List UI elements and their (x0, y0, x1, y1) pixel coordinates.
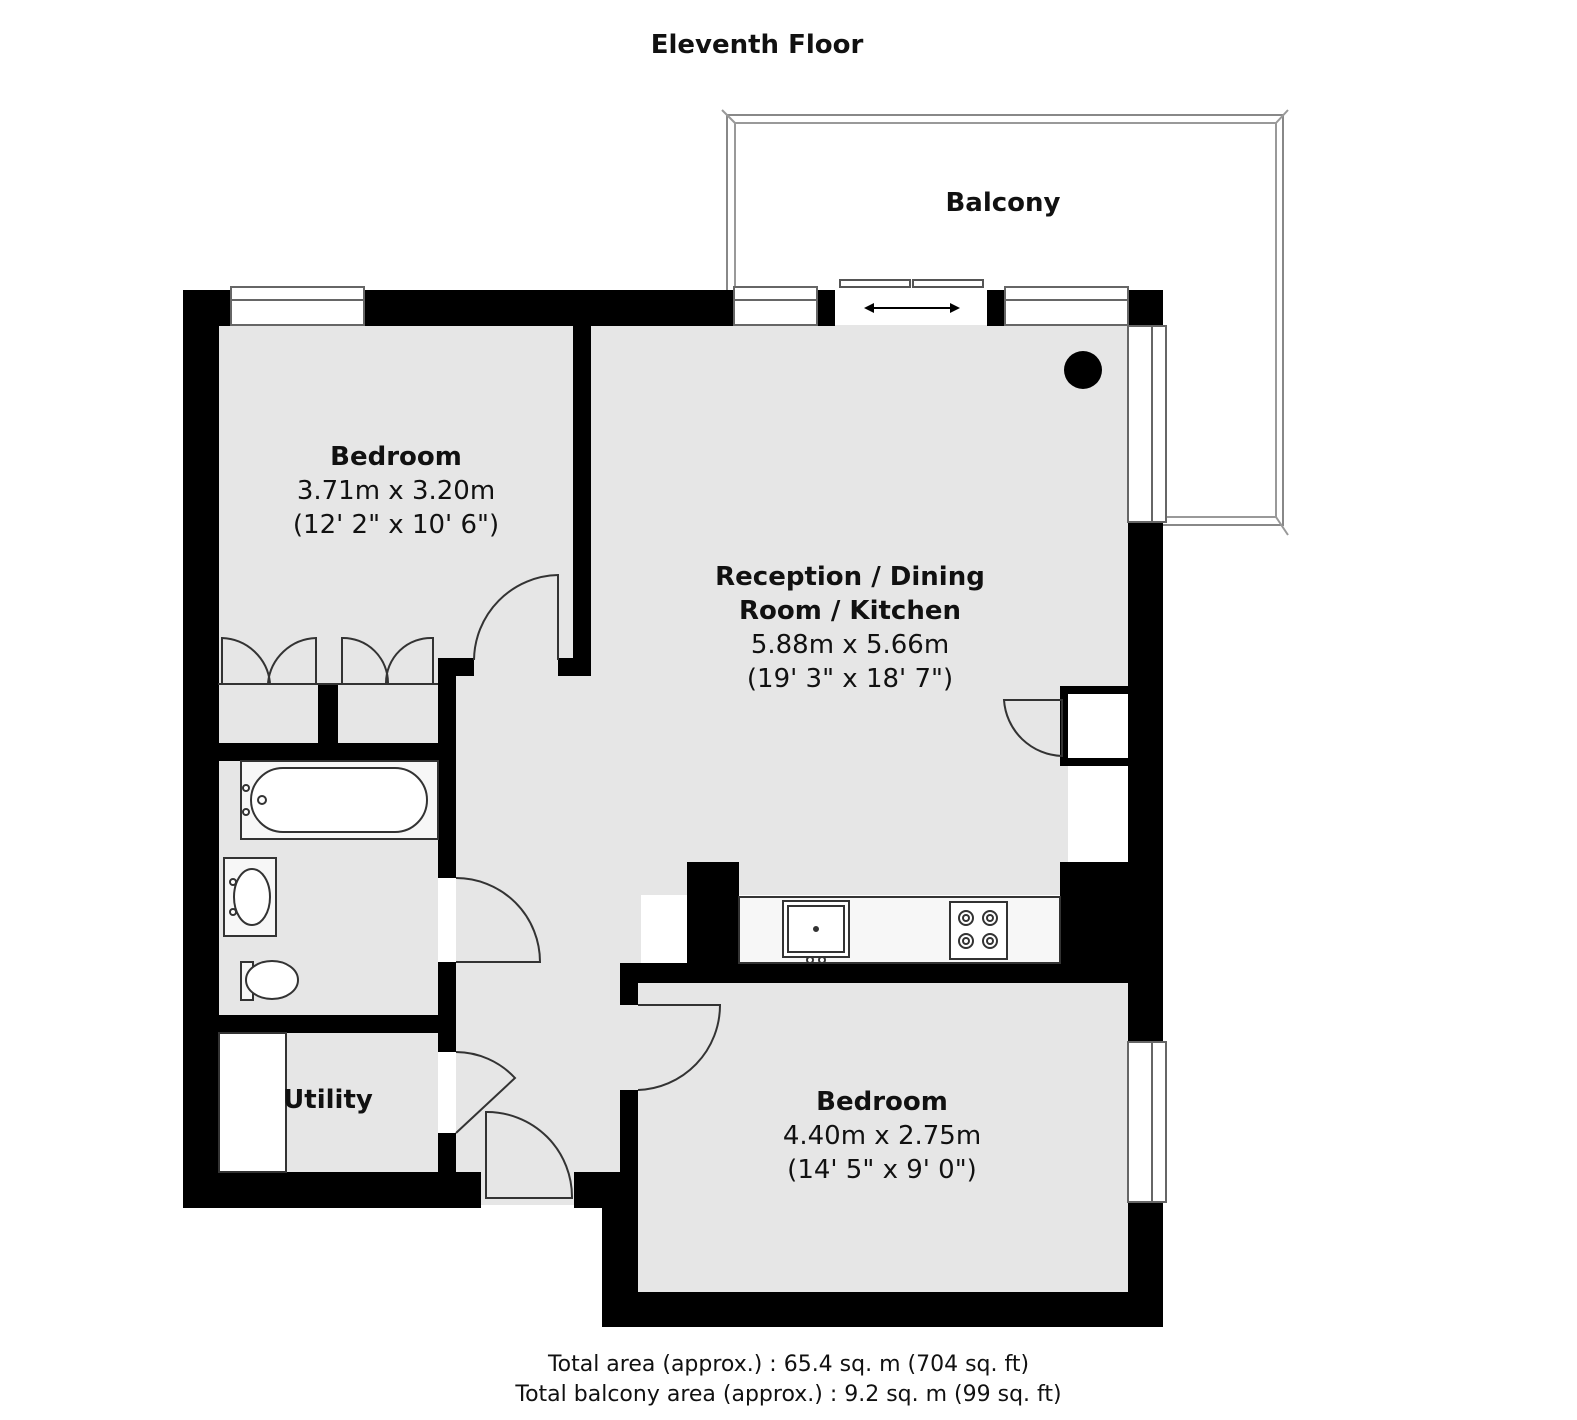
wall-top-post-2 (987, 290, 1005, 326)
wall-hall-left-3 (438, 1133, 456, 1178)
wardrobe-door-1b (267, 636, 317, 684)
wardrobe-door-1a (221, 636, 271, 684)
wall-top-mid (364, 290, 734, 326)
toilet-bowl (245, 960, 299, 1000)
wall-kitchen-right (1060, 862, 1163, 980)
bedroom-2-label: Bedroom 4.40m x 2.75m (14' 5" x 9' 0") (722, 1085, 1042, 1187)
door-bath (455, 877, 542, 963)
wall-cupboard-left (1060, 686, 1068, 766)
wall-top-post-1 (817, 290, 835, 326)
door-bed1 (473, 573, 559, 661)
sliding-door (839, 279, 984, 313)
doors (218, 573, 1063, 1199)
bathroom-fixtures (218, 760, 439, 1173)
bedroom-2-size-ft: (14' 5" x 9' 0") (787, 1155, 977, 1185)
bedroom-2-size-m: 4.40m x 2.75m (782, 1121, 982, 1151)
reception-label: Reception / Dining Room / Kitchen 5.88m … (650, 560, 1050, 696)
door-utility (455, 1051, 517, 1134)
door-bed2 (637, 1004, 722, 1091)
bedroom-1-name: Bedroom (330, 442, 462, 472)
door-entrance (485, 1110, 574, 1199)
bedroom-2-name: Bedroom (816, 1087, 948, 1117)
windows (230, 286, 1167, 1203)
basin (233, 868, 271, 926)
wall-hall-left (438, 658, 456, 878)
wall-bed2-top (620, 963, 1163, 983)
wall-bed2-door-stub (620, 963, 638, 1005)
kitchen-fixtures (738, 896, 1061, 964)
wall-wardrobe-bottom (218, 743, 456, 761)
balcony-area: Total balcony area (approx.) : 9.2 sq. m… (515, 1382, 1062, 1407)
reception-name-line1: Reception / Dining (715, 562, 985, 592)
door-cupboard (1002, 699, 1063, 758)
bedroom-2-floor (638, 982, 1128, 1292)
wall-wardrobe-mid (318, 683, 338, 745)
wall-bed1-stub (558, 658, 591, 676)
column-marker (1064, 351, 1102, 389)
wall-bed2-door-jamb (620, 1090, 638, 1175)
bedroom-1-size-ft: (12' 2" x 10' 6") (292, 510, 500, 540)
wall-bed1-divider (573, 325, 591, 675)
wall-bed2-left (602, 1172, 638, 1327)
bedroom-1-size-m: 3.71m x 3.20m (296, 476, 496, 506)
reception-size-ft: (19' 3" x 18' 7") (746, 664, 954, 694)
window-reception-right (1127, 325, 1167, 523)
wall-cupboard-top (1060, 686, 1128, 694)
hallway-floor (456, 660, 641, 1205)
hob (949, 901, 1008, 960)
walls (183, 290, 1163, 1327)
wardrobe-door-2b (384, 636, 434, 684)
cupboard-upper (1068, 694, 1128, 758)
wall-bath-bottom (218, 1015, 456, 1033)
wall-top-right (1128, 290, 1163, 326)
total-area: Total area (approx.) : 65.4 sq. m (704 s… (547, 1352, 1030, 1377)
wall-bottom-right (602, 1292, 1163, 1327)
wall-kitchen-pillar (687, 862, 739, 980)
utility-label: Utility (283, 1085, 373, 1115)
balcony-corner-tl (721, 109, 736, 124)
bedroom-1-label: Bedroom 3.71m x 3.20m (12' 2" x 10' 6") (236, 440, 556, 542)
window-reception-1 (733, 286, 818, 326)
wall-left (183, 290, 219, 1208)
window-bed2 (1127, 1041, 1167, 1203)
wall-top-left (183, 290, 231, 326)
balcony-corner-br (1275, 516, 1289, 536)
balcony-corner-tr (1275, 109, 1289, 124)
reception-size-m: 5.88m x 5.66m (750, 630, 950, 660)
cupboard (1068, 766, 1128, 862)
floor-title: Eleventh Floor (650, 30, 864, 60)
utility-cupboard (218, 1032, 287, 1173)
window-reception-2 (1004, 286, 1129, 326)
wall-bottom-left (183, 1172, 481, 1208)
reception-name-line2: Room / Kitchen (739, 596, 961, 626)
balcony-label: Balcony (945, 188, 1061, 218)
wall-cupboard-mid (1060, 758, 1128, 766)
reception-floor (590, 325, 1128, 895)
wall-hall-left-2 (438, 962, 456, 1052)
window-bed1 (230, 286, 365, 326)
